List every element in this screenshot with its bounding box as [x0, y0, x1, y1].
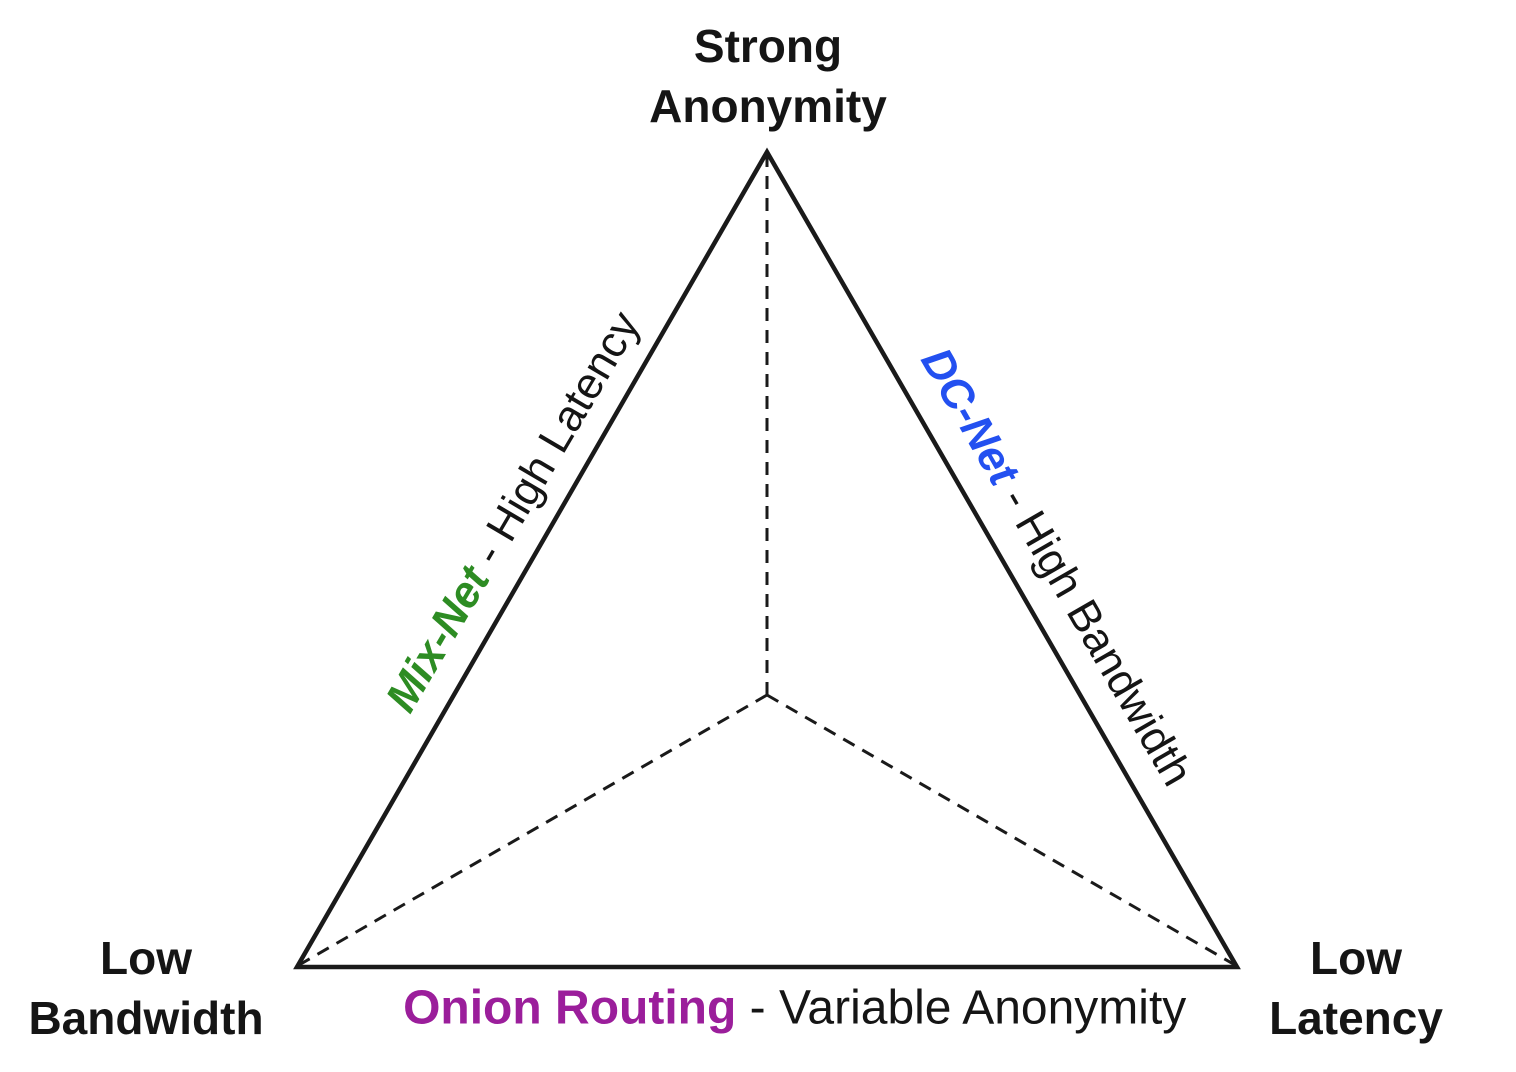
mixnet-system-name: Mix-Net — [376, 558, 500, 721]
dashed-axis-to-bottom-left-vertex — [298, 693, 768, 967]
dashed-axis-to-bottom-right-vertex — [766, 693, 1236, 967]
vertex-label-low-bandwidth: Low Bandwidth — [28, 928, 263, 1048]
vertex-label-line: Anonymity — [649, 80, 887, 132]
onion-routing-system-name: Onion Routing — [403, 981, 737, 1035]
vertex-label-line: Bandwidth — [28, 992, 264, 1044]
vertex-label-low-latency: Low Latency — [1269, 928, 1443, 1048]
onion-routing-tradeoff-text: - Variable Anonymity — [736, 981, 1187, 1035]
vertex-label-line: Low — [1310, 932, 1402, 984]
vertex-label-strong-anonymity: Strong Anonymity — [649, 16, 887, 136]
vertex-label-line: Latency — [1269, 992, 1443, 1044]
edge-label-onion-routing-variable-anonymity: Onion Routing - Variable Anonymity — [350, 926, 1187, 1072]
triangle-outline — [293, 147, 1241, 970]
vertex-label-line: Low — [100, 932, 192, 984]
vertex-label-line: Strong — [693, 20, 843, 72]
dcnet-system-name: DC-Net — [911, 339, 1029, 494]
